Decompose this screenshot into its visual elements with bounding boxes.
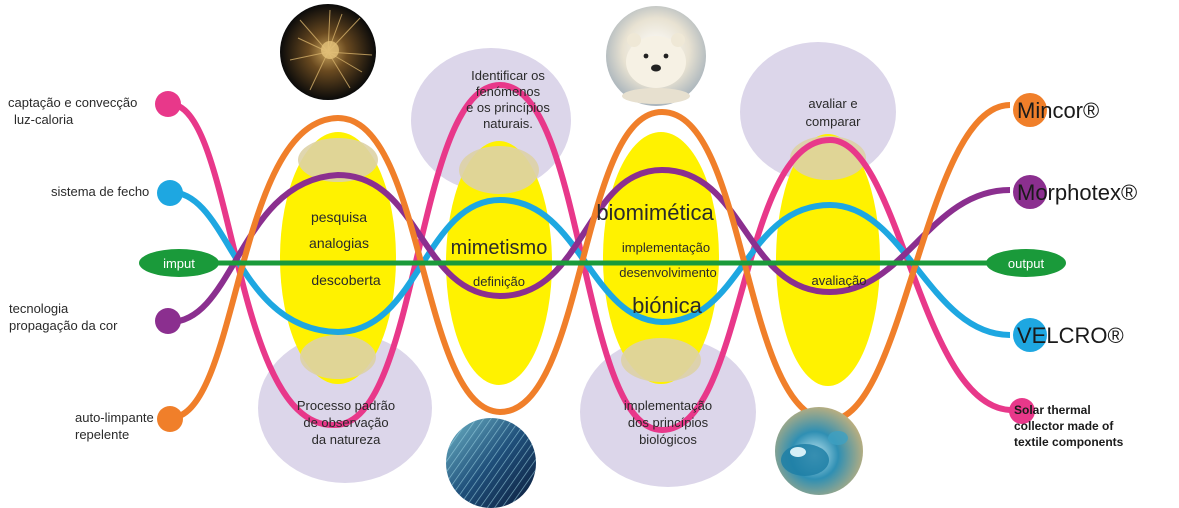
bubble-top1-line2: fenómenos [476, 84, 541, 99]
bubble-bottom2-line1: implementação [624, 398, 712, 413]
output-label-solar-line1: Solar thermal [1014, 403, 1091, 417]
output-label-morphotex: Morphotex® [1017, 180, 1137, 205]
input-label-3-line2: propagação da cor [9, 318, 118, 333]
input-label-1-line1: captação e convecção [8, 95, 137, 110]
output-pill-label: output [1008, 256, 1045, 271]
output-label-mincor: Mincor® [1017, 98, 1099, 123]
input-label-3-line1: tecnologia [9, 301, 69, 316]
input-pill-label: imput [163, 256, 195, 271]
input-label-4-line1: auto-limpante [75, 410, 154, 425]
output-label-solar-line3: textile components [1014, 435, 1124, 449]
bubble-top2-line1: avaliar e [808, 96, 857, 111]
bubble-bottom1-line1: Processo padrão [297, 398, 395, 413]
stage3-title: biomimética [596, 200, 714, 225]
stage3-line1: implementação [622, 240, 710, 255]
bubble-top1-line1: Identificar os [471, 68, 545, 83]
polar-bear-photo [606, 6, 706, 106]
sea-urchin-photo [280, 4, 376, 100]
stage-oval-3-bottom [621, 338, 701, 382]
stage1-line2: analogias [309, 235, 369, 251]
bubble-bottom1-line2: de observação [303, 415, 388, 430]
stage3-line2: desenvolvimento [619, 265, 717, 280]
input-dot-blue [157, 180, 183, 206]
stage3-title2: biónica [632, 293, 702, 318]
input-dot-pink [155, 91, 181, 117]
bubble-top2-line2: comparar [806, 114, 862, 129]
output-label-solar-line2: collector made of [1014, 419, 1114, 433]
input-label-2: sistema de fecho [51, 184, 149, 199]
water-drop-photo [775, 407, 863, 495]
stage2-sub: definição [473, 274, 525, 289]
stage-oval-2-top [459, 146, 539, 194]
bubble-bottom2-line3: biológicos [639, 432, 697, 447]
stage-oval-1-bottom [300, 335, 376, 379]
bubble-top1-line3: e os princípios [466, 100, 550, 115]
input-dot-purple [155, 308, 181, 334]
butterfly-wing-photo [446, 418, 536, 508]
input-label-1-line2: luz-caloria [14, 112, 74, 127]
output-label-velcro: VELCRO® [1017, 323, 1124, 348]
stage1-line3: descoberta [311, 272, 380, 288]
bubble-bottom1-line3: da natureza [312, 432, 381, 447]
input-label-4-line2: repelente [75, 427, 129, 442]
stage4-sub: avaliação [812, 273, 867, 288]
bubble-top1-line4: naturais. [483, 116, 533, 131]
stage2-title: mimetismo [451, 237, 548, 259]
bubble-bottom2-line2: dos princípios [628, 415, 709, 430]
stage1-line1: pesquisa [311, 209, 367, 225]
input-dot-orange [157, 406, 183, 432]
